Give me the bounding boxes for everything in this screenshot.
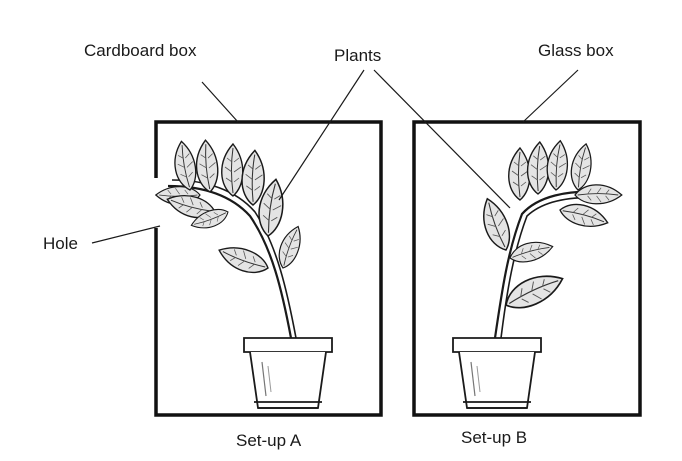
plant-a (155, 138, 307, 339)
pot-b (452, 337, 542, 409)
setup-a-caption: Set-up A (236, 431, 302, 450)
plants-pointer-b (373, 69, 511, 209)
plants-pointer-a (278, 69, 365, 201)
glass-box (412, 120, 642, 417)
cardboard-box (154, 120, 383, 417)
hole-pointer (91, 225, 161, 244)
setup-b-caption: Set-up B (461, 428, 528, 447)
pot-a (243, 337, 333, 409)
cardboard-box-pointer (201, 81, 239, 123)
plant-b (475, 139, 623, 339)
plants-label: Plants (334, 46, 382, 65)
glass-box-label: Glass box (538, 41, 614, 60)
leader-lines (91, 69, 579, 244)
hole-label: Hole (43, 234, 78, 253)
glass-box-pointer (522, 69, 579, 123)
cardboard-box-label: Cardboard box (84, 41, 197, 60)
